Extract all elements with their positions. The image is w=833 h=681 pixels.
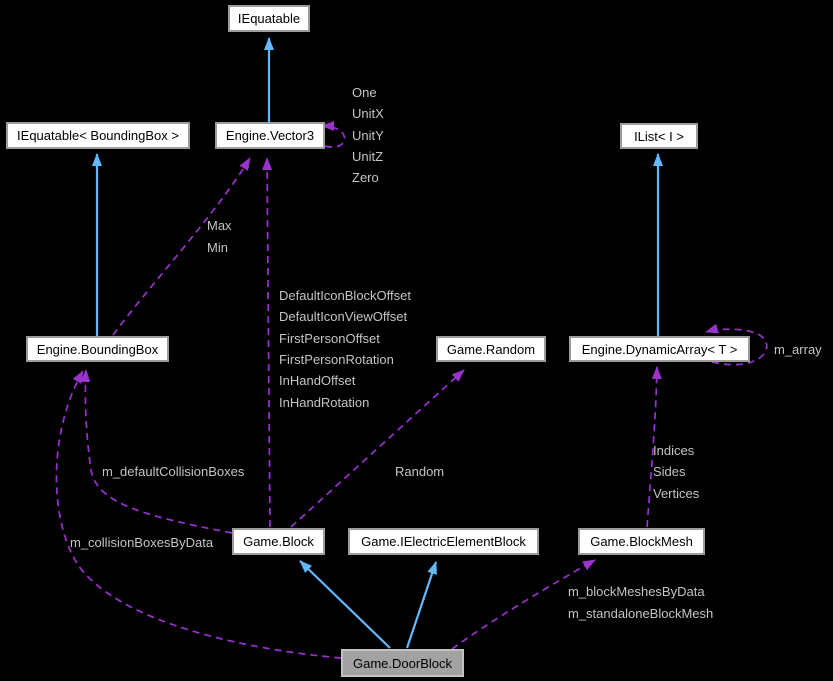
- node-game-block[interactable]: Game.Block: [232, 528, 325, 555]
- node-game-doorblock[interactable]: Game.DoorBlock: [341, 649, 464, 677]
- edge-inherit-doorblock-to-block: [299, 560, 391, 649]
- edge-usage-blockmesh-to-dynamicarray: [646, 366, 662, 528]
- node-iequatable-boundingbox[interactable]: IEquatable< BoundingBox >: [6, 122, 190, 149]
- edge-label-min: Min: [207, 240, 228, 255]
- node-engine-vector3[interactable]: Engine.Vector3: [215, 122, 325, 149]
- edge-label-defaulticonviewoffset: DefaultIconViewOffset: [279, 309, 408, 324]
- edge-label-one: One: [352, 85, 377, 100]
- edge-label-inhandoffset: InHandOffset: [279, 373, 356, 388]
- edge-inherit-doorblock-to-ielectricelementblock: [405, 561, 438, 649]
- node-engine-dynamicarray-t[interactable]: Engine.DynamicArray< T >: [569, 336, 750, 362]
- edge-label-zero: Zero: [352, 170, 379, 185]
- edge-label-defaulticonblockoffset: DefaultIconBlockOffset: [279, 288, 411, 303]
- edge-label-sides: Sides: [653, 464, 686, 479]
- edge-label-m-blockmeshesbydata: m_blockMeshesByData: [568, 584, 705, 599]
- node-iequatable[interactable]: IEquatable: [228, 5, 310, 32]
- edge-label-vertices: Vertices: [653, 486, 700, 501]
- node-ilist-i[interactable]: IList< I >: [620, 123, 698, 149]
- edge-label-indices: Indices: [653, 443, 695, 458]
- edge-usage-block-to-vector3: [262, 157, 273, 528]
- edge-label-firstpersonrotation: FirstPersonRotation: [279, 352, 394, 367]
- edge-label-firstpersonoffset: FirstPersonOffset: [279, 331, 380, 346]
- edge-label-inhandrotation: InHandRotation: [279, 395, 370, 410]
- edge-label-unitx: UnitX: [352, 106, 384, 121]
- edge-label-max: Max: [207, 218, 232, 233]
- edge-label-m-collisionboxesbydata: m_collisionBoxesByData: [70, 535, 214, 550]
- edge-label-unity: UnitY: [352, 128, 384, 143]
- edge-label-unitz: UnitZ: [352, 149, 384, 164]
- edge-usage-doorblock-to-blockmesh: [451, 559, 596, 650]
- edge-label-random: Random: [395, 464, 445, 479]
- edge-label-m-standaloneblockmesh: m_standaloneBlockMesh: [568, 606, 714, 621]
- node-engine-boundingbox[interactable]: Engine.BoundingBox: [26, 336, 169, 362]
- edge-usage-doorblock-to-boundingbox: [55, 370, 342, 659]
- edge-usage-boundingbox-to-vector3: [112, 157, 251, 336]
- edge-usage-block-to-random: [290, 369, 465, 528]
- edge-usage-block-to-boundingbox: [80, 369, 233, 534]
- edge-label-m-defaultcollisionboxes: m_defaultCollisionBoxes: [102, 464, 245, 479]
- node-game-ielectricelementblock[interactable]: Game.IElectricElementBlock: [348, 528, 539, 555]
- node-game-random[interactable]: Game.Random: [436, 336, 546, 362]
- edge-label-m-array: m_array: [774, 342, 822, 357]
- node-game-blockmesh[interactable]: Game.BlockMesh: [578, 528, 705, 555]
- edge-usage-vector3-self-loop: [321, 121, 346, 148]
